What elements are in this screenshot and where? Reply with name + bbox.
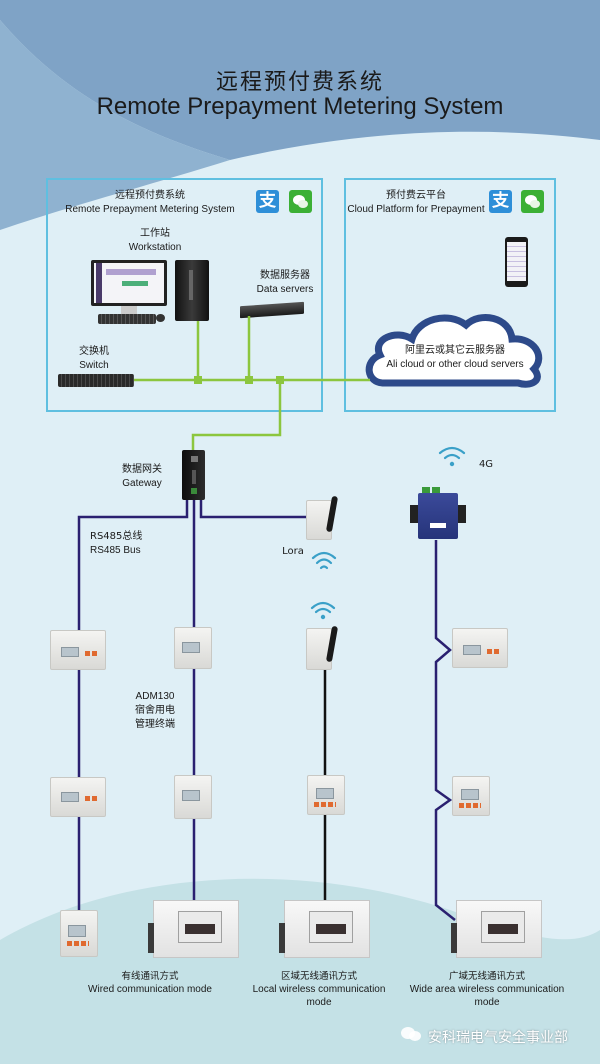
keyboard-icon bbox=[98, 314, 156, 324]
adm130-label: ADM130 宿舍用电 管理终端 bbox=[130, 690, 180, 732]
din-rail-meter-compact bbox=[452, 776, 490, 816]
alipay-icon: 支 bbox=[489, 190, 512, 213]
din-rail-meter-wide bbox=[452, 628, 508, 668]
diagram-title-cn: 远程预付费系统 bbox=[215, 70, 384, 95]
adm130-desc-line1: 宿舍用电 bbox=[135, 705, 175, 716]
local-system-title-cn: 远程预付费系统 bbox=[115, 190, 185, 201]
gateway-label-cn: 数据网关 bbox=[122, 464, 162, 475]
network-switch-icon bbox=[58, 374, 134, 387]
prepaid-meter-box bbox=[451, 900, 542, 958]
data-servers-label-cn: 数据服务器 bbox=[260, 270, 310, 281]
prepaid-meter-box bbox=[148, 900, 239, 958]
mode-wide-area-wireless-cn: 广域无线通讯方式 bbox=[448, 971, 525, 982]
wifi-icon bbox=[311, 551, 337, 570]
local-system-title-en: Remote Prepayment Metering System bbox=[65, 204, 235, 215]
ethernet-node bbox=[276, 376, 284, 384]
din-rail-meter-wide bbox=[50, 777, 106, 817]
mode-wired-cn: 有线通讯方式 bbox=[121, 971, 179, 982]
rs485-label-cn: RS485总线 bbox=[90, 531, 143, 542]
mouse-icon bbox=[156, 314, 165, 322]
cloud-label-en: Ali cloud or other cloud servers bbox=[386, 359, 524, 370]
4g-bus bbox=[434, 540, 456, 921]
4g-router-terminal bbox=[432, 487, 440, 493]
workstation-label-cn: 工作站 bbox=[140, 228, 170, 239]
ethernet-gateway-drop bbox=[191, 380, 282, 450]
pc-tower-icon bbox=[175, 260, 209, 321]
adm130-meter bbox=[174, 775, 212, 819]
lora-module bbox=[306, 500, 332, 540]
mode-wide-area-wireless: 广域无线通讯方式 Wide area wireless communicatio… bbox=[398, 970, 576, 1009]
monitor-icon bbox=[91, 260, 167, 306]
switch-label: 交换机 Switch bbox=[64, 345, 124, 373]
rs485-lora-link bbox=[199, 500, 310, 519]
cloud-label-cn: 阿里云或其它云服务器 bbox=[405, 345, 505, 356]
data-servers-label: 数据服务器 Data servers bbox=[240, 269, 330, 297]
rs485-lines bbox=[77, 500, 456, 921]
monitor-stand bbox=[121, 306, 137, 314]
wifi-icon bbox=[310, 601, 336, 620]
wechat-icon bbox=[521, 190, 544, 213]
ethernet-node bbox=[194, 376, 202, 384]
4g-router-icon bbox=[410, 493, 466, 539]
adm130-desc-line2: 管理终端 bbox=[135, 719, 175, 730]
gateway-icon bbox=[182, 450, 205, 500]
din-rail-meter-wide bbox=[50, 630, 106, 670]
adm130-meter bbox=[174, 627, 212, 669]
mode-local-wireless-en: Local wireless communication mode bbox=[252, 984, 386, 1008]
smartphone-icon bbox=[505, 237, 528, 287]
workstation-label-en: Workstation bbox=[128, 242, 182, 253]
gateway-label-en: Gateway bbox=[122, 478, 162, 489]
adm130-model: ADM130 bbox=[135, 691, 175, 702]
local-system-box bbox=[46, 178, 323, 412]
din-rail-meter-compact bbox=[60, 910, 98, 957]
gateway-label: 数据网关 Gateway bbox=[116, 463, 168, 491]
cloud-icon bbox=[365, 314, 543, 388]
switch-label-cn: 交换机 bbox=[79, 346, 109, 357]
wifi-icon bbox=[438, 446, 466, 467]
rs485-bus-1 bbox=[77, 500, 189, 920]
wechat-watermark-icon bbox=[400, 1026, 422, 1042]
local-system-title: 远程预付费系统 Remote Prepayment Metering Syste… bbox=[50, 189, 250, 217]
ethernet-node bbox=[245, 376, 253, 384]
mode-local-wireless-cn: 区域无线通讯方式 bbox=[280, 971, 357, 982]
mode-wired-en: Wired communication mode bbox=[88, 984, 212, 995]
cloud-label: 阿里云或其它云服务器 Ali cloud or other cloud serv… bbox=[370, 344, 540, 372]
workstation-label: 工作站 Workstation bbox=[100, 227, 210, 255]
cloud-platform-box bbox=[344, 178, 556, 412]
switch-label-en: Switch bbox=[79, 360, 109, 371]
cloud-platform-title-en: Cloud Platform for Prepayment bbox=[347, 204, 485, 215]
rs485-label-en: RS485 Bus bbox=[90, 545, 141, 556]
watermark-text: 安科瑞电气安全事业部 bbox=[428, 1030, 568, 1046]
mode-local-wireless: 区域无线通讯方式 Local wireless communication mo… bbox=[240, 970, 398, 1009]
prepaid-meter-box bbox=[279, 900, 370, 958]
cloud-platform-title: 预付费云平台 Cloud Platform for Prepayment bbox=[346, 189, 486, 217]
mode-wide-area-wireless-en: Wide area wireless communication mode bbox=[409, 984, 565, 1008]
mode-wired: 有线通讯方式 Wired communication mode bbox=[60, 970, 240, 996]
cloud-platform-title-cn: 预付费云平台 bbox=[386, 190, 446, 201]
data-servers-label-en: Data servers bbox=[256, 284, 314, 295]
4g-router-terminal bbox=[422, 487, 430, 493]
4g-label: 4G bbox=[478, 459, 494, 470]
lora-label: Lora bbox=[282, 546, 304, 557]
alipay-icon: 支 bbox=[256, 190, 279, 213]
diagram-title-en: Remote Prepayment Metering System bbox=[96, 93, 504, 120]
din-rail-meter-compact bbox=[307, 775, 345, 815]
rs485-label: RS485总线 RS485 Bus bbox=[90, 530, 150, 558]
wechat-icon bbox=[289, 190, 312, 213]
